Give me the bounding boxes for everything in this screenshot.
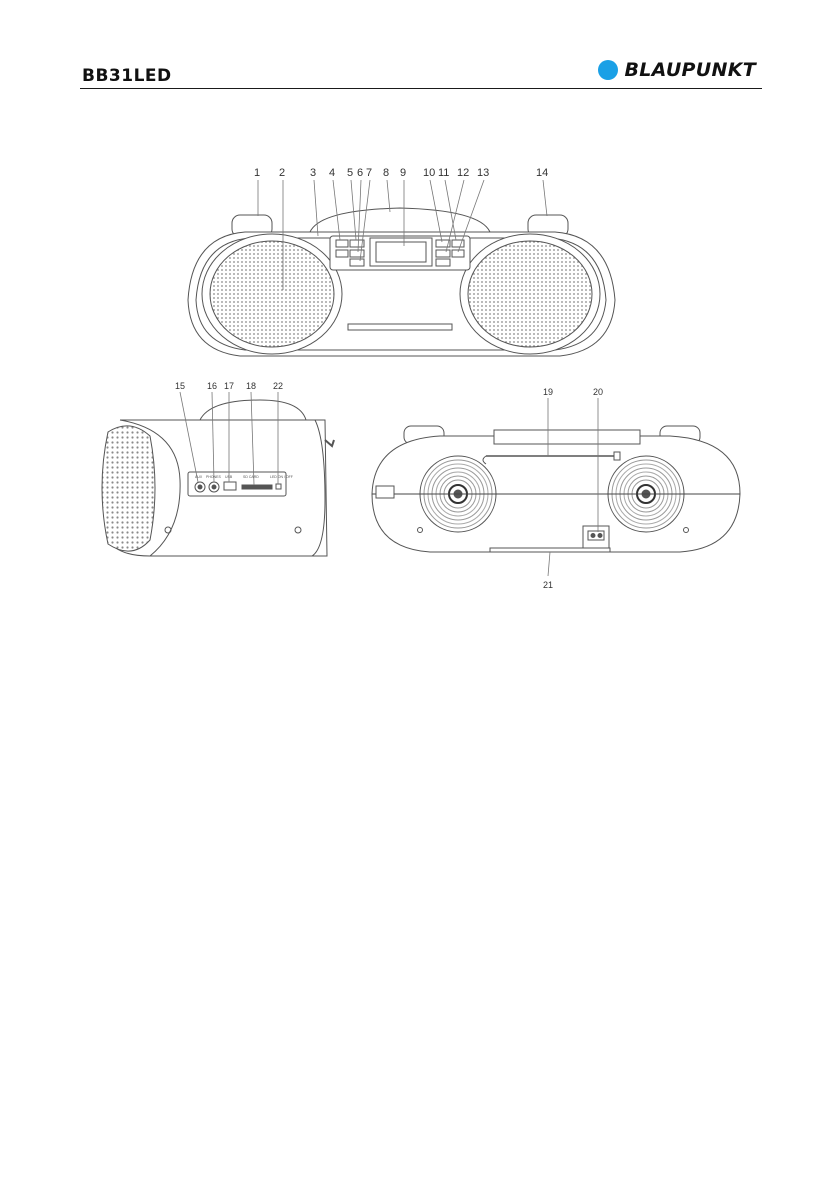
callout-7: 7	[366, 167, 372, 179]
callout-11: 11	[438, 167, 449, 179]
callout-2: 2	[279, 167, 285, 179]
callout-5: 5	[347, 167, 353, 179]
sd-slot-icon	[242, 485, 272, 489]
side-port-labels: AUX PHONES USB SD CARD LED ON / OFF	[195, 475, 293, 479]
callout-4: 4	[329, 167, 335, 179]
back-side-switch	[376, 486, 394, 498]
callout-21: 21	[543, 580, 553, 590]
callout-17: 17	[224, 381, 234, 391]
callout-3: 3	[310, 167, 316, 179]
callout-1: 1	[254, 167, 260, 179]
callout-6: 6	[357, 167, 363, 179]
side-handle	[200, 400, 306, 420]
back-handle-plate	[494, 430, 640, 444]
callout-9: 9	[400, 167, 406, 179]
display	[376, 242, 426, 262]
callout-13: 13	[477, 167, 489, 179]
port-label-led: LED ON / OFF	[270, 475, 293, 479]
side-view	[102, 392, 334, 556]
side-callouts: 15 16 17 18 22	[175, 381, 283, 391]
port-label-aux: AUX	[195, 475, 203, 479]
callout-14: 14	[536, 167, 548, 179]
front-view	[188, 180, 615, 356]
left-speaker-grille	[210, 241, 334, 347]
callout-10: 10	[423, 167, 435, 179]
right-speaker-grille	[468, 241, 592, 347]
led-switch-icon	[276, 484, 281, 489]
callout-20: 20	[593, 387, 603, 397]
back-view	[372, 398, 740, 576]
port-label-sd: SD CARD	[243, 475, 259, 479]
port-label-phones: PHONES	[206, 475, 221, 479]
callout-18: 18	[246, 381, 256, 391]
usb-port-icon	[224, 482, 236, 490]
callout-22: 22	[273, 381, 283, 391]
callout-15: 15	[175, 381, 185, 391]
port-label-usb: USB	[225, 475, 233, 479]
callout-16: 16	[207, 381, 217, 391]
callout-12: 12	[457, 167, 469, 179]
callout-19: 19	[543, 387, 553, 397]
side-speaker-mesh	[102, 426, 155, 551]
cd-slot	[348, 324, 452, 330]
callout-8: 8	[383, 167, 389, 179]
front-callouts: 1 2 3 4 5 6 7 8 9 10 11 12 13 14	[254, 167, 548, 179]
